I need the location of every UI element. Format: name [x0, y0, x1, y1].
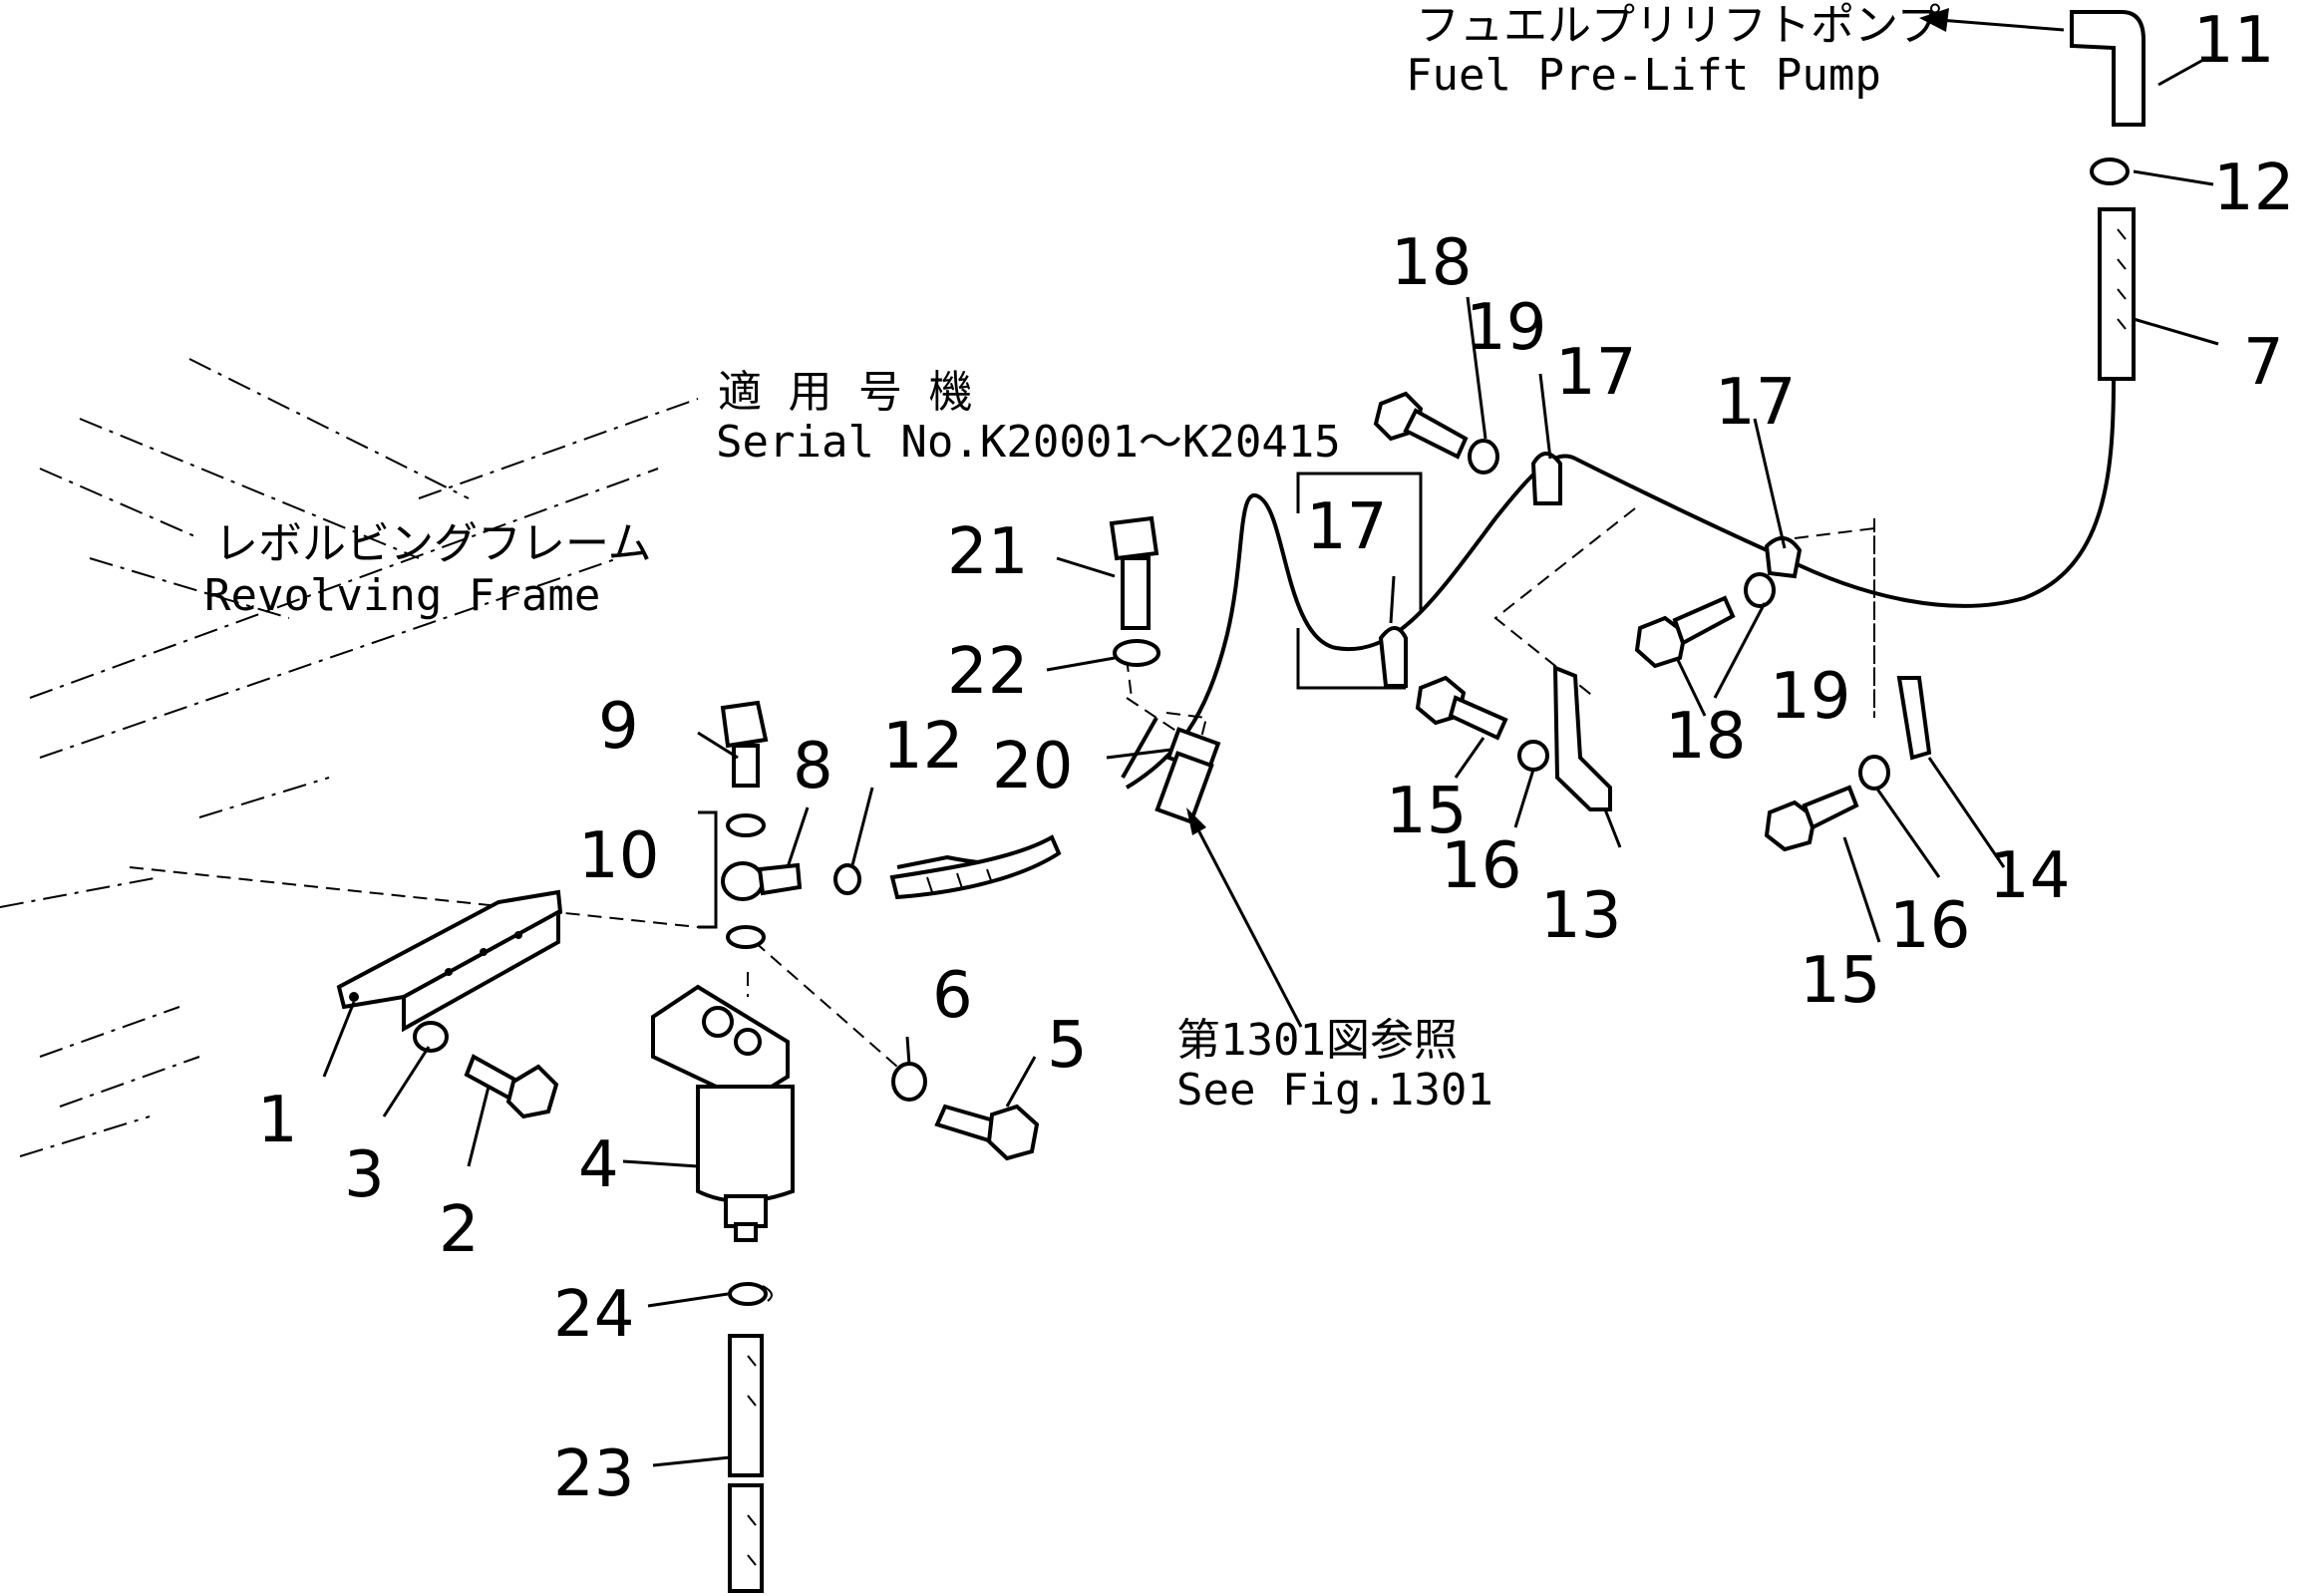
part-12-nut-lower	[833, 863, 861, 895]
part-21-bolt	[1109, 515, 1159, 630]
part-16-washer-upper	[1517, 740, 1549, 772]
part-18-bolt-upper	[1373, 391, 1469, 460]
callout-3: 3	[344, 1138, 385, 1212]
callout-numbers: 11 12 7 18 19 17 17 17 21 22 20 9 8 12 1…	[257, 4, 2294, 1511]
part-7-hose	[2098, 207, 2136, 381]
annotation-labels: フュエルプリリフトポンプ Fuel Pre-Lift Pump 適 用 号 機 …	[204, 0, 1941, 1116]
callout-15-lower: 15	[1800, 944, 1880, 1018]
part-4-fuel-filter	[651, 984, 795, 1242]
revolving-frame-outline	[0, 358, 699, 1157]
callout-13: 13	[1540, 879, 1621, 953]
part-15-bolt-upper	[1415, 675, 1508, 741]
part-9-eye-bolt	[720, 700, 769, 788]
leader-lines	[322, 58, 2219, 1467]
part-17-clamp-upper	[1530, 452, 1562, 505]
part-17-clamp-right	[1764, 536, 1803, 579]
callout-12-lower: 12	[882, 710, 963, 784]
callout-16-upper: 16	[1441, 829, 1521, 903]
callout-12-top: 12	[2213, 152, 2294, 225]
callout-19-lower: 19	[1770, 660, 1850, 734]
frame-label-jp: レボルビングフレーム	[214, 518, 652, 569]
callout-20: 20	[992, 730, 1073, 803]
callout-5: 5	[1047, 1009, 1088, 1083]
part-23-hose	[728, 1334, 764, 1593]
serial-label-jp: 適 用 号 機	[718, 367, 972, 418]
callout-21: 21	[947, 515, 1028, 589]
part-13-bracket	[1552, 665, 1612, 811]
callout-14: 14	[1989, 839, 2070, 913]
part-19-washer-upper	[1468, 439, 1499, 475]
part-10-washer-lower	[726, 925, 766, 949]
serial-label-en: Serial No.K20001～K20415	[716, 417, 1341, 468]
callout-11: 11	[2193, 4, 2274, 78]
part-17-clamp-lower	[1378, 626, 1408, 688]
part-16-washer-lower	[1858, 755, 1890, 791]
callout-18-upper: 18	[1391, 226, 1472, 300]
callout-1: 1	[257, 1084, 298, 1157]
callout-4: 4	[578, 1128, 619, 1202]
part-1-bracket	[336, 889, 563, 1033]
callout-15-upper: 15	[1386, 775, 1467, 848]
callout-16-lower: 16	[1889, 889, 1970, 963]
callout-6: 6	[932, 959, 973, 1033]
figure-ref-en: See Fig.1301	[1176, 1065, 1493, 1116]
part-15-bolt-lower	[1764, 785, 1859, 852]
callout-2: 2	[439, 1193, 480, 1267]
bracket-10-bar	[698, 810, 718, 929]
callout-8: 8	[793, 730, 833, 803]
callout-17-lower: 17	[1306, 490, 1387, 564]
part-6-washer	[891, 1062, 927, 1102]
callout-23: 23	[553, 1437, 634, 1511]
part-3-washer	[413, 1021, 449, 1053]
part-22-washer	[1113, 639, 1160, 667]
callout-17-upper: 17	[1555, 336, 1636, 410]
pump-label-en: Fuel Pre-Lift Pump	[1406, 50, 1881, 101]
part-11-elbow-pipe	[1919, 8, 2146, 127]
part-12-nut-top	[2090, 158, 2130, 185]
callout-24: 24	[553, 1278, 634, 1352]
pump-label-jp: フュエルプリリフトポンプ	[1416, 0, 1941, 51]
frame-label-en: Revolving Frame	[204, 570, 600, 621]
callout-10: 10	[578, 819, 659, 893]
callout-18-lower: 18	[1665, 700, 1746, 774]
part-18-bolt-lower	[1634, 595, 1736, 669]
figure-ref-jp: 第1301図参照	[1176, 1015, 1458, 1066]
callout-22: 22	[947, 635, 1028, 709]
part-8-eye-joint	[721, 861, 803, 901]
part-14-plate	[1896, 676, 1932, 761]
part-5-bolt	[934, 1104, 1040, 1161]
assembly-guide-lines	[129, 507, 1875, 1068]
part-24-clip	[728, 1282, 773, 1306]
part-19-washer-lower	[1744, 572, 1776, 608]
callout-17-right: 17	[1715, 366, 1796, 440]
callout-19-upper: 19	[1466, 291, 1546, 365]
flexible-hose	[889, 834, 1062, 900]
part-2-bolt	[464, 1054, 559, 1119]
callout-7: 7	[2243, 326, 2284, 400]
part-20-hose-clamp	[1155, 727, 1221, 824]
part-10-washer-upper	[726, 813, 766, 837]
clamp-detail-frame	[1296, 472, 1423, 690]
callout-9: 9	[598, 690, 639, 764]
